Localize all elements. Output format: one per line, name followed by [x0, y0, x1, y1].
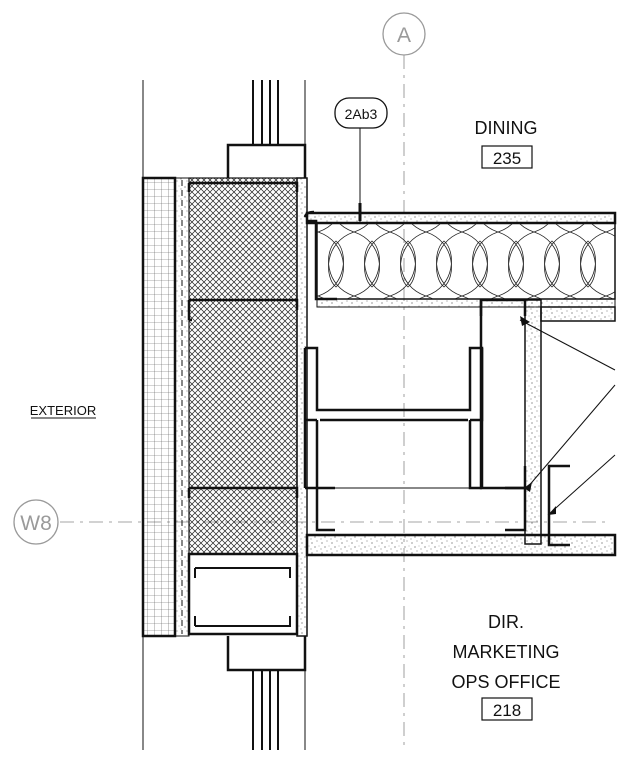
upper-gypsum-layer [305, 211, 617, 225]
exterior-label-text: EXTERIOR [30, 403, 96, 418]
assembly-tag-label: 2Ab3 [345, 106, 378, 122]
right-wall-studs [479, 298, 527, 490]
room-name-upper: DINING [475, 118, 538, 138]
room-name-lower-line-3: OPS OFFICE [451, 672, 560, 692]
assembly-tag: 2Ab3 [334, 97, 388, 129]
room-number-upper: 235 [493, 149, 521, 168]
steel-beam [303, 346, 484, 490]
room-name-lower-line-1: DIR. [488, 612, 524, 632]
box-header [187, 552, 299, 636]
exterior-label: EXTERIOR [30, 403, 96, 419]
grid-bubble-a-label: A [397, 24, 411, 47]
room-number-lower: 218 [493, 701, 521, 720]
window-sill-frame [226, 636, 307, 672]
exterior-edge-lines [142, 80, 306, 750]
window-mullions [252, 80, 279, 750]
window-head-frame [226, 143, 307, 178]
room-label-office: DIR. MARKETING OPS OFFICE 218 [451, 612, 561, 721]
bottom-track [315, 486, 527, 532]
room-number-box-lower [481, 697, 533, 721]
grid-bubble-w8: W8 [13, 499, 59, 545]
sheathing-layer [174, 177, 190, 637]
batt-insulation [316, 222, 616, 300]
rigid-insulation [188, 177, 298, 555]
callout-leaders [335, 319, 616, 516]
grid-bubble-w8-label: W8 [20, 512, 52, 535]
right-stud-channel [547, 464, 570, 547]
grid-bubble-a: A [382, 12, 426, 56]
room-label-dining: DINING 235 [475, 118, 538, 169]
room-name-lower-line-2: MARKETING [452, 642, 559, 662]
room-number-box-upper [481, 145, 533, 169]
masonry-veneer [141, 176, 177, 638]
right-ceiling-board [540, 306, 616, 322]
gypsum-board-wall [296, 177, 308, 637]
right-wall-gypsum [524, 299, 542, 545]
ceiling-board-upper [316, 298, 616, 308]
soffit-board [305, 533, 617, 557]
